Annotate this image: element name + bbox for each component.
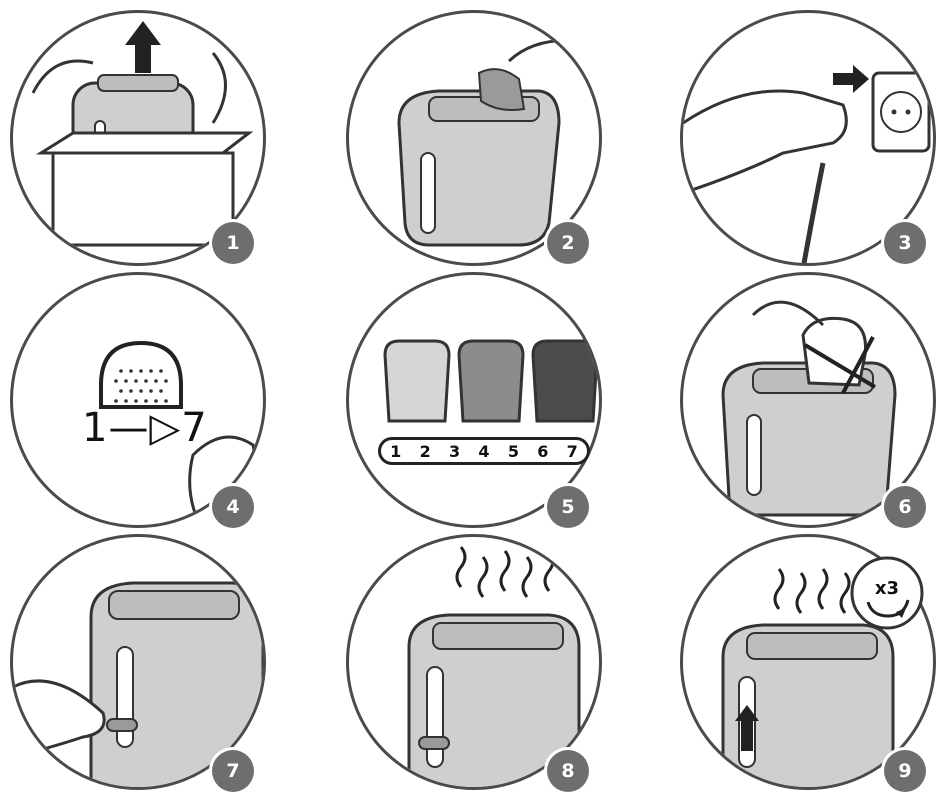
step-5-badge: 5 [547,486,589,528]
shade-level: 5 [507,441,519,461]
press-lever-icon [13,581,263,787]
toast-shade-icon [383,339,599,423]
shade-level: 6 [537,441,549,461]
repeat-count-label: x3 [874,578,900,599]
remove-packaging-icon [397,38,595,247]
step-9-badge: 9 [884,750,926,792]
step-3-badge: 3 [884,222,926,264]
shade-level: 7 [566,441,578,461]
step-1-badge: 1 [212,222,254,264]
step-6-panel [680,272,936,528]
step-4-badge: 4 [212,486,254,528]
shade-level: 3 [448,441,461,461]
shade-scale: 1 2 3 4 5 6 7 [378,437,590,465]
shade-level: 4 [478,441,490,461]
no-oversized-bread-icon [721,300,897,517]
step-5-panel [346,272,602,528]
step-8-panel [346,534,602,790]
repeat-cycles-icon [721,568,895,787]
unbox-toaster-icon [31,21,254,247]
step-3-panel [680,10,936,266]
step-1-panel [10,10,266,266]
plug-in-icon [683,65,931,263]
step-7-panel [10,534,266,790]
repeat-arrow-icon [850,556,924,630]
step-7-badge: 7 [212,750,254,792]
step-6-badge: 6 [884,486,926,528]
step-2-badge: 2 [547,222,589,264]
step-8-badge: 8 [547,750,589,792]
browning-range-label: 1—▷7 [82,405,208,451]
shade-level: 1 [390,441,402,461]
shade-level: 2 [419,441,431,461]
toasting-icon [407,546,581,787]
